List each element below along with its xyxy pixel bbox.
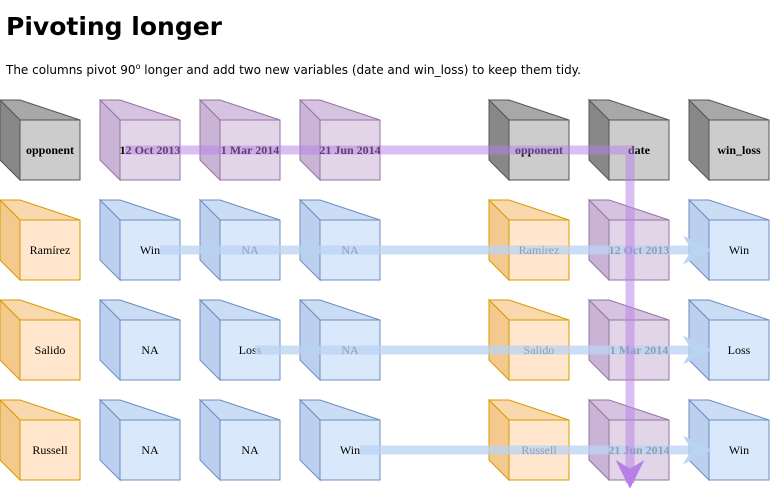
long-cell-r1-c1: Ramírez <box>487 198 570 282</box>
cube-front-face <box>219 419 281 481</box>
cube-front-face <box>19 119 81 181</box>
cube-label: Win <box>729 243 749 257</box>
wide-cell-r1-c4: NA <box>298 198 381 282</box>
wide-header-cube-1: opponent <box>0 99 81 182</box>
wide-cell-r2-c3: Loss <box>198 298 281 382</box>
cube-front-face <box>608 119 670 181</box>
long-cell-r2-c1: Salido <box>487 298 570 382</box>
long-cell-r2-c3: Loss <box>687 298 770 382</box>
cube-label: Salido <box>35 343 66 357</box>
cube-front-face <box>708 119 770 181</box>
cube-label: Win <box>140 243 160 257</box>
wide-cell-r3-c2: NA <box>98 398 181 482</box>
cube-label: Ramírez <box>30 243 71 257</box>
long-header-cube-2: date <box>587 98 670 182</box>
wide-cell-r1-c1: Ramírez <box>0 199 81 282</box>
cube-front-face <box>19 319 81 381</box>
long-cell-r3-c3: Win <box>687 398 770 482</box>
pivot-dates-arrow <box>125 145 645 489</box>
cube-front-face <box>708 319 770 381</box>
long-header-cube-3: win_loss <box>687 98 770 182</box>
wide-cell-r2-c2: NA <box>98 298 181 382</box>
cube-label: Win <box>340 443 360 457</box>
wide-cell-r2-c4: NA <box>298 298 381 382</box>
cube-label: NA <box>141 443 159 457</box>
subtitle: The columns pivot 90o longer and add two… <box>6 62 581 77</box>
degree-superscript: o <box>135 62 141 71</box>
cube-label: Loss <box>728 343 751 357</box>
cube-label: NA <box>141 343 159 357</box>
wide-header-cube-3: 1 Mar 2014 <box>198 98 281 182</box>
cube-label: opponent <box>26 143 74 157</box>
wide-cell-r1-c2: Win <box>98 198 181 282</box>
subtitle-text-rest: longer and add two new variables (date a… <box>140 63 581 77</box>
cube-label: Russell <box>32 443 68 457</box>
cube-front-face <box>119 319 181 381</box>
wide-cell-r3-c1: Russell <box>0 399 81 482</box>
subtitle-text: The columns pivot 90 <box>6 63 136 77</box>
long-header-cube-1: opponent <box>487 98 570 182</box>
long-cell-r1-c3: Win <box>687 198 770 282</box>
long-cell-r3-c1: Russell <box>487 398 570 482</box>
cube-front-face <box>708 419 770 481</box>
arrows-layer <box>125 145 712 489</box>
wide-header-cube-4: 21 Jun 2014 <box>298 98 381 182</box>
wide-cell-r3-c4: Win <box>298 398 381 482</box>
wide-header-cube-2: 12 Oct 2013 <box>98 98 181 182</box>
cube-label: NA <box>241 443 259 457</box>
cube-front-face <box>19 419 81 481</box>
page-title: Pivoting longer <box>6 12 223 41</box>
wide-cell-r1-c3: NA <box>198 198 281 282</box>
cube-label: Win <box>729 443 749 457</box>
cube-front-face <box>708 219 770 281</box>
cube-front-face <box>19 219 81 281</box>
cube-front-face <box>119 419 181 481</box>
wide-cell-r2-c1: Salido <box>0 299 81 382</box>
cube-label: win_loss <box>717 143 761 157</box>
wide-cell-r3-c3: NA <box>198 398 281 482</box>
